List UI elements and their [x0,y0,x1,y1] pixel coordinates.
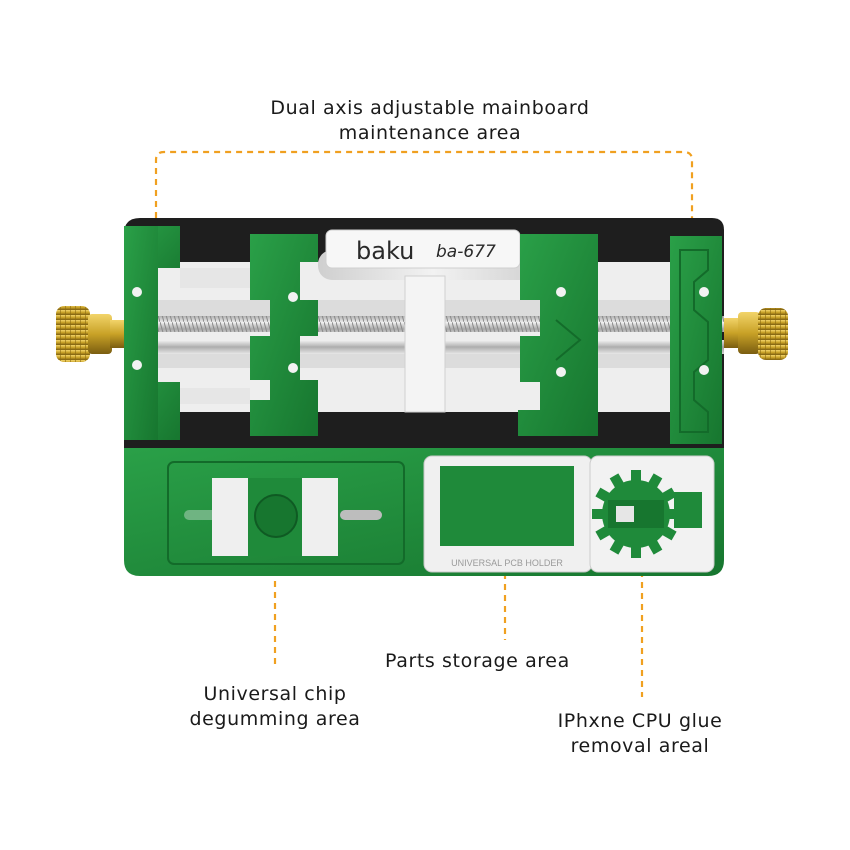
callout-dual-axis-line1: Dual axis adjustable mainboard [270,97,590,119]
gear-icon [592,470,680,558]
left-brass-knob[interactable] [56,306,126,362]
callout-chip-degumming: Universal chip degumming area [170,682,380,732]
model-number: ba-677 [436,242,496,262]
brand-logo: baku [356,237,414,265]
callout-cpu-line2: removal areal [570,735,710,757]
callout-cpu-glue: IPhxne CPU glue removal areal [520,709,760,759]
callout-chip-line2: degumming area [189,708,361,730]
left-clamp[interactable] [124,226,180,440]
callout-parts-storage: Parts storage area [385,649,630,674]
callout-dual-axis-line2: maintenance area [338,122,522,144]
chip-degumming-module[interactable] [184,478,382,556]
holder-label: UNIVERSAL PCB HOLDER [451,558,563,568]
leader-dual-axis [154,150,694,218]
callout-parts-line1: Parts storage area [385,650,570,672]
callout-dual-axis: Dual axis adjustable mainboard maintenan… [230,96,630,146]
brand-plate: baku ba-677 [325,229,521,269]
left-sliding-clamp[interactable] [180,234,318,436]
right-clamp[interactable] [670,236,722,444]
callout-chip-line1: Universal chip [203,683,347,705]
right-brass-knob[interactable] [722,308,788,360]
cpu-glue-removal-plate[interactable] [589,455,715,573]
right-sliding-clamp[interactable] [518,234,598,436]
parts-storage-tray[interactable]: UNIVERSAL PCB HOLDER [423,455,593,573]
callout-cpu-line1: IPhxne CPU glue [557,710,723,732]
